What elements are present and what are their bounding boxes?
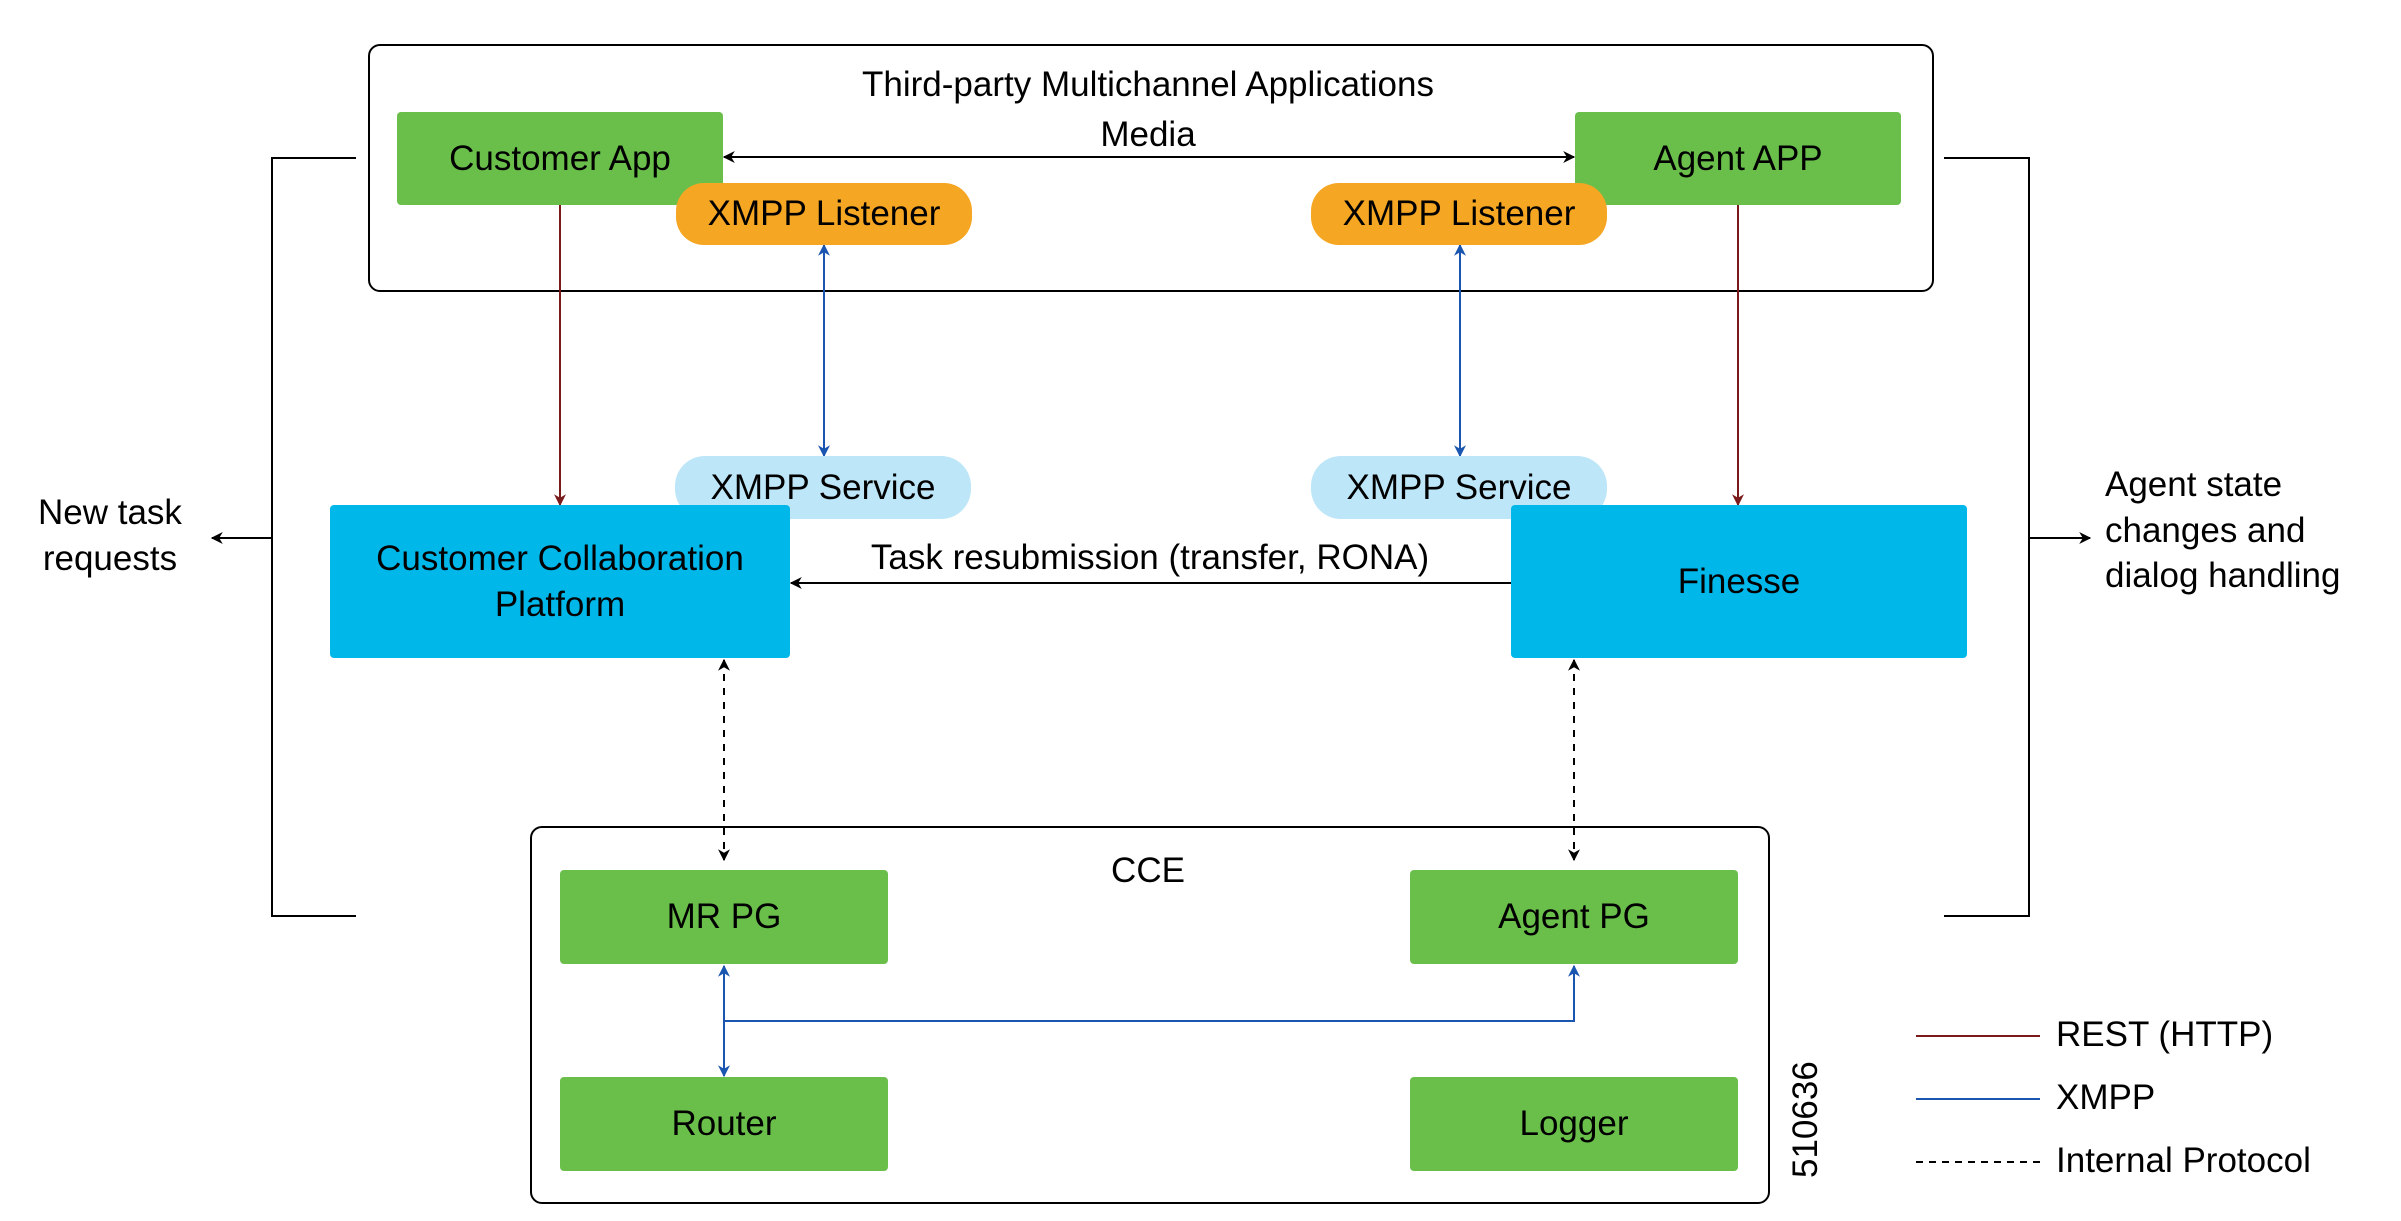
agent-pg-box: Agent PG (1410, 870, 1738, 964)
task-resubmission-label: Task resubmission (transfer, RONA) (870, 538, 1430, 577)
router-box: Router (560, 1077, 888, 1171)
agent-app-box: Agent APP (1575, 112, 1901, 205)
third-party-apps-group (368, 44, 1934, 292)
customer-app-box: Customer App (397, 112, 723, 205)
logger-box: Logger (1410, 1077, 1738, 1171)
cce-title: CCE (1111, 851, 1185, 890)
figure-id: 510636 (1786, 1061, 1825, 1178)
legend-rest-label: REST (HTTP) (2056, 1015, 2274, 1054)
xmpp-to-agentpg (724, 964, 1580, 1022)
xmpp-listener-right: XMPP Listener (1311, 183, 1607, 245)
new-task-requests-label: New task requests (38, 493, 182, 578)
mr-pg-box: MR PG (560, 870, 888, 964)
agent-state-label: Agent state changes and dialog handling (2105, 465, 2341, 595)
xmpp-listener-left: XMPP Listener (676, 183, 972, 245)
legend-xmpp-label: XMPP (2056, 1078, 2156, 1117)
legend-internal-label: Internal Protocol (2056, 1141, 2311, 1180)
finesse-box: Finesse (1511, 505, 1967, 658)
customer-collaboration-platform-box: Customer Collaboration Platform (330, 505, 790, 658)
third-party-apps-title: Third-party Multichannel Applications (862, 65, 1434, 104)
cce-group (530, 826, 1770, 1204)
media-label: Media (1100, 115, 1196, 154)
